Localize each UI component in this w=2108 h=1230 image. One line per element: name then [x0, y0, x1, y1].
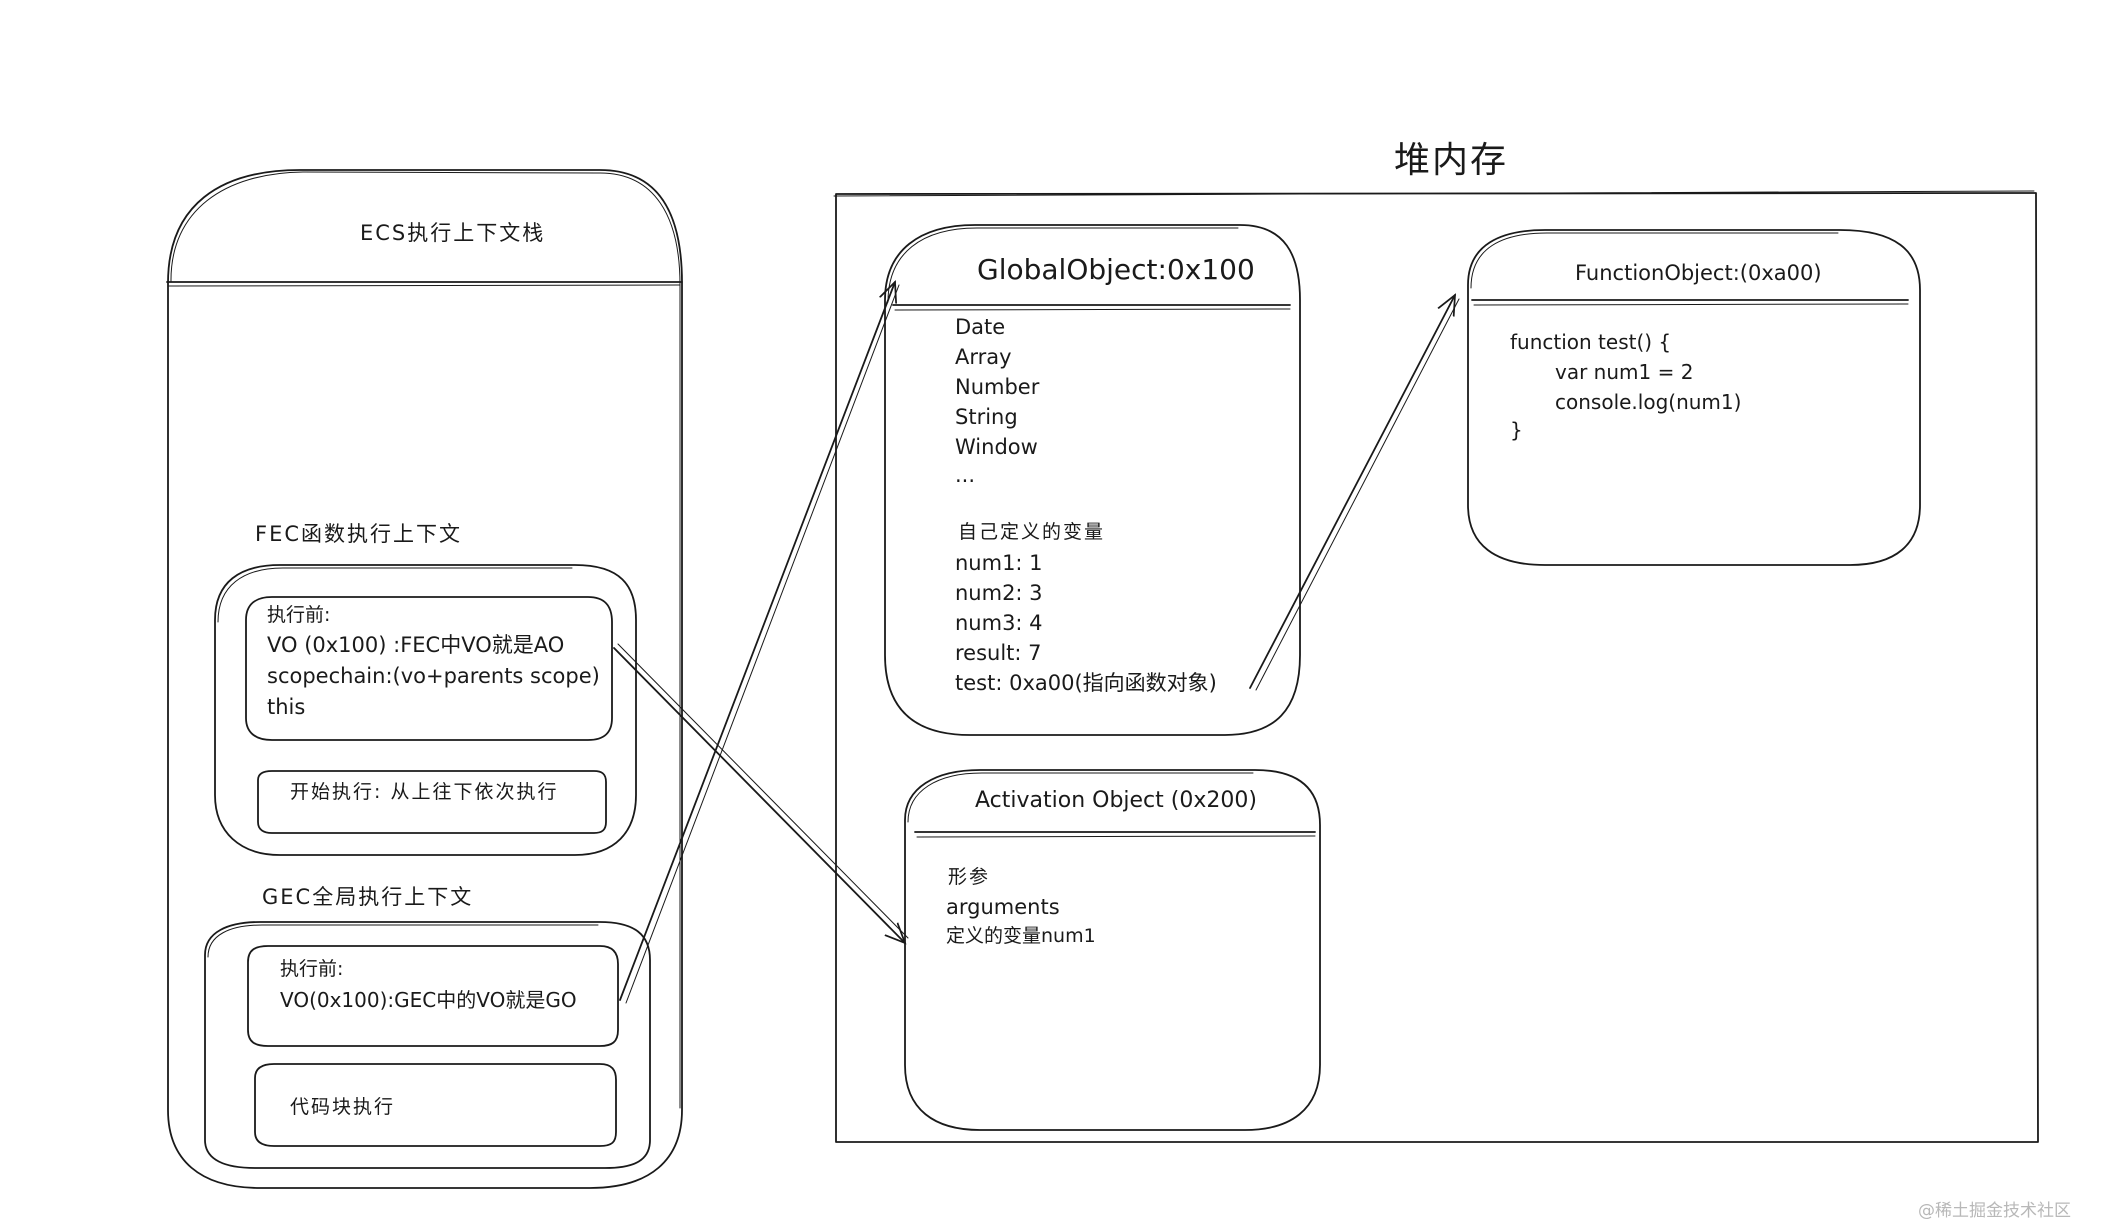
- global-object-box: [884, 224, 1301, 736]
- function-code-line-1: function test() {: [1510, 330, 1672, 354]
- gec-before-box: [247, 945, 619, 1047]
- watermark: @稀土掘金技术社区: [1918, 1201, 2071, 1221]
- arrow-gec-vo-to-global-object: [619, 282, 900, 1004]
- global-custom-header: 自己定义的变量: [958, 521, 1106, 543]
- ecs-stack-container: [166, 169, 683, 1189]
- activation-defined-var-label: 定义的变量num1: [946, 925, 1096, 947]
- fec-scopechain-line: scopechain:(vo+parents scope): [267, 664, 600, 688]
- arrow-global-test-to-function-object: [1249, 295, 1460, 691]
- gec-group-box: [204, 921, 651, 1169]
- fec-before-box: [245, 596, 613, 741]
- gec-vo-line: VO(0x100):GEC中的VO就是GO: [280, 988, 577, 1012]
- activation-object-box: [904, 769, 1321, 1131]
- function-object-title: FunctionObject:(0xa00): [1575, 261, 1822, 285]
- global-var-num2: num2: 3: [955, 581, 1043, 605]
- activation-arguments-label: arguments: [946, 895, 1060, 919]
- heap-container: [833, 190, 2039, 1143]
- global-var-num3: num3: 4: [955, 611, 1043, 635]
- arrow-fec-vo-to-activation-object: [613, 643, 909, 943]
- fec-vo-line: VO (0x100) :FEC中VO就是AO: [267, 633, 565, 657]
- fec-start-text: 开始执行: 从上往下依次执行: [290, 781, 559, 803]
- activation-object-title: Activation Object (0x200): [975, 788, 1257, 813]
- heap-title: 堆内存: [1394, 140, 1509, 181]
- gec-code-exec-text: 代码块执行: [290, 1096, 396, 1118]
- global-builtin-number: Number: [955, 375, 1040, 399]
- global-var-test: test: 0xa00(指向函数对象): [955, 671, 1217, 695]
- global-object-title: GlobalObject:0x100: [977, 253, 1255, 286]
- function-object-box: [1467, 229, 1921, 566]
- function-code-line-3: console.log(num1): [1555, 390, 1742, 414]
- ecs-stack-title: ECS执行上下文栈: [360, 221, 546, 245]
- fec-group-box: [214, 564, 637, 856]
- global-builtin-ellipsis: ...: [955, 463, 976, 487]
- function-code-line-2: var num1 = 2: [1555, 360, 1694, 384]
- fec-start-box: [257, 770, 607, 834]
- gec-code-box: [254, 1063, 617, 1147]
- fec-this-line: this: [267, 695, 306, 719]
- activation-params-label: 形参: [948, 866, 991, 888]
- global-var-num1: num1: 1: [955, 551, 1043, 575]
- global-builtin-array: Array: [955, 345, 1012, 369]
- gec-before-header: 执行前:: [280, 958, 344, 980]
- function-code-line-4: }: [1510, 418, 1523, 442]
- global-builtin-string: String: [955, 405, 1018, 429]
- global-var-result: result: 7: [955, 641, 1042, 665]
- gec-label: GEC全局执行上下文: [262, 885, 474, 909]
- fec-label: FEC函数执行上下文: [255, 522, 463, 546]
- global-builtin-window: Window: [955, 435, 1038, 459]
- fec-before-header: 执行前:: [267, 604, 331, 626]
- global-builtin-date: Date: [955, 315, 1006, 339]
